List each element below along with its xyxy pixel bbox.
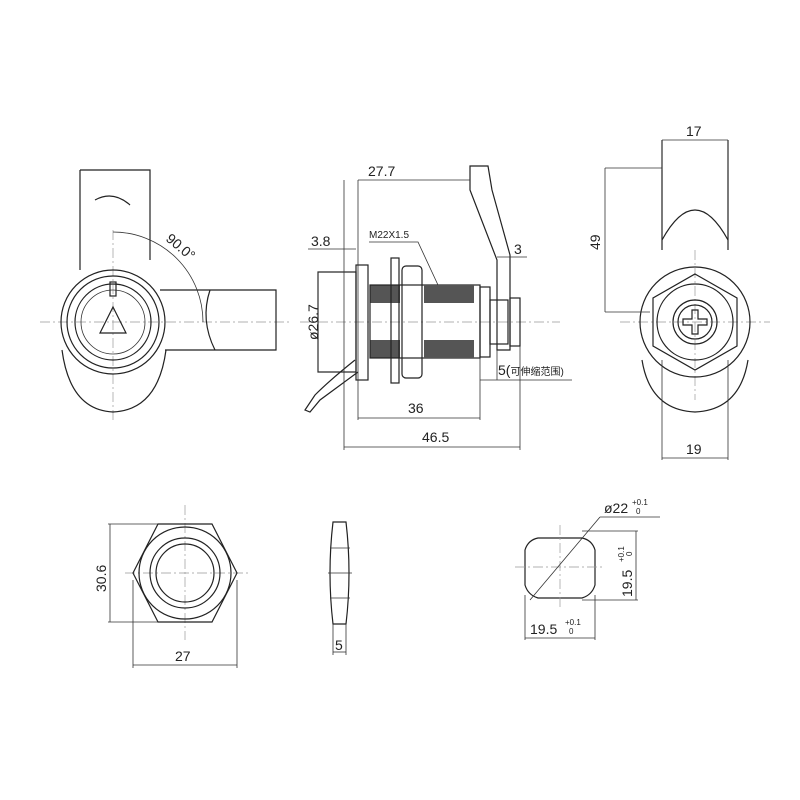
- panel-cutout-view: ø22 +0.1 0 19.5 +0.1 0 19.5 +0.1 0: [515, 498, 660, 640]
- thread-spec: M22X1.5: [369, 230, 409, 241]
- svg-text:+0.1: +0.1: [565, 618, 581, 627]
- bottom-width-dimension: 19: [686, 441, 702, 457]
- back-view: 17 49 19: [587, 123, 770, 460]
- width-dimension: 17: [686, 123, 702, 139]
- nut-side-view: 5: [328, 521, 352, 655]
- flange-dimension: 3.8: [311, 233, 331, 249]
- cam-thickness-dimension: 3: [514, 241, 522, 257]
- adjust-range-dimension: 5(可伸缩范围): [498, 362, 564, 378]
- front-view: 90.0°: [40, 169, 290, 420]
- phillips-screw-icon: [682, 309, 708, 335]
- cutout-width-dimension: 19.5: [530, 621, 557, 637]
- svg-text:+0.1: +0.1: [617, 546, 626, 562]
- side-view: 27.7 3.8 M22X1.5 3 ø26.7 5(可伸缩范围) 36 46.…: [300, 163, 572, 450]
- svg-text:0: 0: [625, 551, 634, 556]
- svg-text:0: 0: [636, 507, 641, 516]
- svg-text:+0.1: +0.1: [632, 498, 648, 507]
- triangle-indicator-icon: [99, 305, 127, 334]
- cutout-height-dimension: 19.5: [619, 570, 635, 597]
- cutout-diameter-dimension: ø22: [604, 500, 628, 516]
- height-dimension: 49: [587, 234, 603, 250]
- total-length-dimension: 46.5: [422, 429, 449, 445]
- nut-width-dimension: 27: [175, 648, 191, 664]
- diameter-dimension: ø26.7: [305, 304, 321, 340]
- angle-label: 90.0°: [163, 230, 198, 263]
- nut-height-dimension: 30.6: [93, 565, 109, 592]
- svg-text:0: 0: [569, 627, 574, 636]
- body-length-dimension: 36: [408, 400, 424, 416]
- nut-thickness-dimension: 5: [335, 637, 343, 653]
- overall-dimension: 27.7: [368, 163, 395, 179]
- hex-nut-view: 30.6 27: [93, 505, 250, 668]
